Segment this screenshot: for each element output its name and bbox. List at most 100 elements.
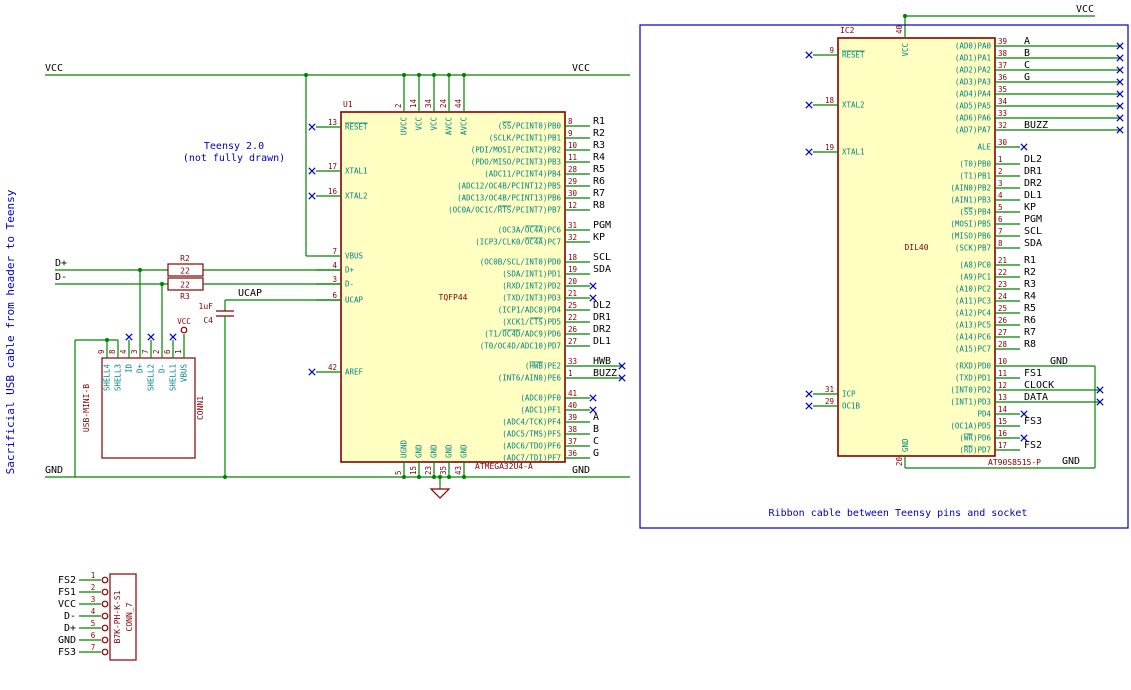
net-label: R6 (593, 176, 605, 187)
pin-name-label: (AD2)PA2 (955, 66, 991, 75)
net-label-vcc: VCC (45, 63, 63, 74)
pin-name-label: (AD4)PA4 (955, 90, 992, 99)
pin-name-label: AVCC (445, 117, 454, 135)
net-label-dminus: D- (55, 272, 67, 283)
pin-name-label: (SS)PB4 (959, 208, 991, 217)
pin-name-label: ALE (977, 143, 991, 152)
pin-number: 28 (998, 340, 1008, 349)
pin-name-label: (ADC5/TMS)PF5 (502, 430, 561, 439)
pin-number: 40 (895, 24, 904, 34)
pin-number: 10 (568, 141, 578, 150)
net-label: BUZZ (593, 368, 617, 379)
pin-name-label: (A9)PC1 (959, 273, 991, 282)
pin-name-label: (AD3)PA3 (955, 78, 991, 87)
no-connect-icon (1116, 126, 1124, 134)
pin-number: 10 (998, 357, 1008, 366)
net-label: D+ (64, 623, 76, 634)
net-label: SCL (1024, 226, 1042, 237)
net-label: SDA (1024, 238, 1042, 249)
resistor-value: 22 (180, 267, 190, 276)
pin-name-label: VCC (901, 43, 910, 57)
pin-number: 14 (998, 405, 1008, 414)
pin-number: 16 (328, 187, 338, 196)
pin-number: 42 (328, 363, 337, 372)
pin-name-label: XTAL1 (842, 148, 865, 157)
pin-name-label: (AD5)PA5 (955, 102, 991, 111)
no-connect-icon (618, 374, 626, 382)
net-label: HWB (593, 356, 611, 367)
pin-name-label: VCC (430, 117, 439, 131)
pin-number: 6 (332, 291, 337, 300)
net-label: A (593, 412, 599, 423)
pin-number: 22 (998, 268, 1007, 277)
ic-body-ic2 (837, 37, 996, 457)
net-label: CLOCK (1024, 380, 1054, 391)
net-label: VCC (58, 599, 76, 610)
junction-dot (401, 72, 407, 78)
net-label-gnd: GND (1062, 456, 1080, 467)
net-label: R3 (593, 140, 605, 151)
pin-name-label: (INT1)PD3 (950, 398, 991, 407)
pin-number: 3 (998, 179, 1003, 188)
pin-number: 7 (141, 349, 150, 354)
pin-name-label: (AIN0)PB2 (950, 184, 991, 193)
pin-name-label: (PDI/MOSI/PCINT2)PB2 (471, 146, 561, 155)
resistor-body-r2 (167, 263, 204, 277)
pin-number: 20 (568, 277, 578, 286)
net-label: DR2 (1024, 178, 1042, 189)
pin-name-label: (A12)PC4 (955, 309, 992, 318)
pin-number: 26 (568, 325, 578, 334)
net-label: GND (58, 635, 76, 646)
net-label: FS3 (58, 647, 76, 658)
junction-dot (401, 474, 407, 480)
pin-number: 17 (998, 441, 1007, 450)
usb-mini-b-connector: SHELL49SHELL38ID4D+3SHELL27D-2SHELL16VBU… (82, 317, 205, 459)
net-label-ucap: UCAP (238, 288, 262, 299)
pin-name-label: (SS/PCINT0)PB0 (498, 122, 562, 131)
net-label: A (1024, 36, 1030, 47)
pin-number: 36 (998, 73, 1008, 82)
junction-dot (431, 72, 437, 78)
pin-number: 9 (97, 349, 106, 354)
resistor-value: 22 (180, 281, 190, 290)
net-label: DL2 (593, 300, 611, 311)
pin-number: 29 (568, 177, 577, 186)
pin-number: 33 (998, 109, 1007, 118)
pin-number: 21 (568, 289, 577, 298)
pin-number: 27 (568, 337, 577, 346)
resistor-ref: R3 (180, 292, 190, 301)
pin-number: 2 (394, 103, 403, 108)
pin-name-label: (AD0)PA0 (955, 42, 992, 51)
net-label-gnd: GND (572, 465, 590, 476)
pin-name-label: GND (415, 444, 424, 458)
pin-number: 1 (174, 349, 183, 354)
pin-number: 16 (998, 429, 1008, 438)
pin-number: 13 (998, 393, 1007, 402)
no-connect-icon (1020, 143, 1028, 151)
pin-number: 9 (568, 129, 573, 138)
pin-name-label: (MOSI)PB5 (950, 220, 991, 229)
pin-number: 11 (568, 153, 577, 162)
pin-name-label: D- (345, 280, 354, 289)
no-connect-icon (1116, 90, 1124, 98)
pin-name-label: (AD1)PA1 (955, 54, 991, 63)
net-label: C (593, 436, 599, 447)
pin-name-label: PD4 (977, 410, 991, 419)
net-label: R8 (593, 200, 605, 211)
ic-value: TQFP44 (439, 293, 468, 302)
pin-number: 8 (108, 349, 117, 354)
pin-number: 5 (998, 203, 1003, 212)
ribbon-cable-outline (639, 24, 1129, 529)
pin-number: 14 (409, 98, 418, 108)
pin-name-label: (T0/OC4D/ADC10)PD7 (480, 342, 561, 351)
pin-number: 4 (119, 349, 128, 354)
pin-name-label: UGND (400, 439, 409, 458)
no-connect-icon (169, 333, 177, 341)
pin-number: 24 (998, 292, 1008, 301)
pin-name-label: (ICP3/CLK0/OC4A)PC7 (475, 238, 561, 247)
pin-name-label: ICP (842, 390, 856, 399)
net-label: FS2 (1024, 440, 1042, 451)
